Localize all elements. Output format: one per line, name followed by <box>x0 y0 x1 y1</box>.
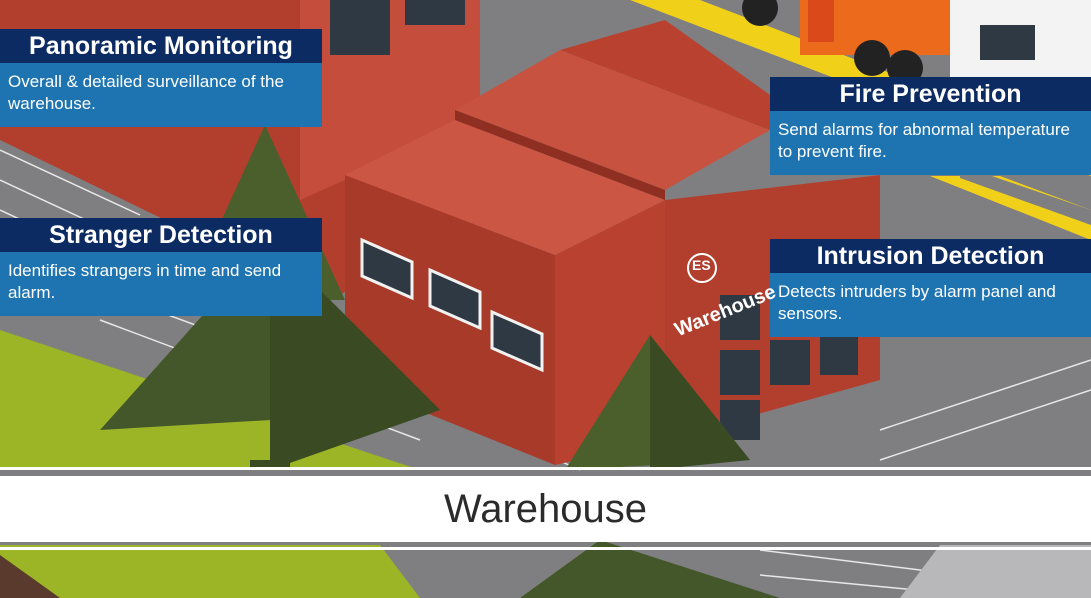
caption-band: Warehouse <box>0 476 1091 542</box>
logo-text: ES <box>692 257 711 273</box>
divider <box>0 547 1091 550</box>
truck <box>742 0 1091 90</box>
window <box>330 0 390 55</box>
feature-card-intrusion-detection: Intrusion Detection Detects intruders by… <box>770 239 1091 337</box>
road-line <box>930 176 1091 240</box>
window <box>405 0 465 25</box>
card-title: Panoramic Monitoring <box>0 29 322 63</box>
card-title: Intrusion Detection <box>770 239 1091 273</box>
feature-card-fire-prevention: Fire Prevention Send alarms for abnormal… <box>770 77 1091 175</box>
warehouse-roof <box>345 120 665 255</box>
feature-card-panoramic-monitoring: Panoramic Monitoring Overall & detailed … <box>0 29 322 127</box>
caption-title: Warehouse <box>443 487 648 531</box>
side-windows <box>360 237 544 373</box>
divider <box>0 467 1091 470</box>
feature-card-stranger-detection: Stranger Detection Identifies strangers … <box>0 218 322 316</box>
card-description: Send alarms for abnormal temperature to … <box>770 111 1091 175</box>
card-title: Fire Prevention <box>770 77 1091 111</box>
card-description: Detects intruders by alarm panel and sen… <box>770 273 1091 337</box>
card-description: Overall & detailed surveillance of the w… <box>0 63 322 127</box>
card-description: Identifies strangers in time and send al… <box>0 252 322 316</box>
tree <box>520 335 780 598</box>
card-title: Stranger Detection <box>0 218 322 252</box>
logo-icon <box>687 253 717 283</box>
